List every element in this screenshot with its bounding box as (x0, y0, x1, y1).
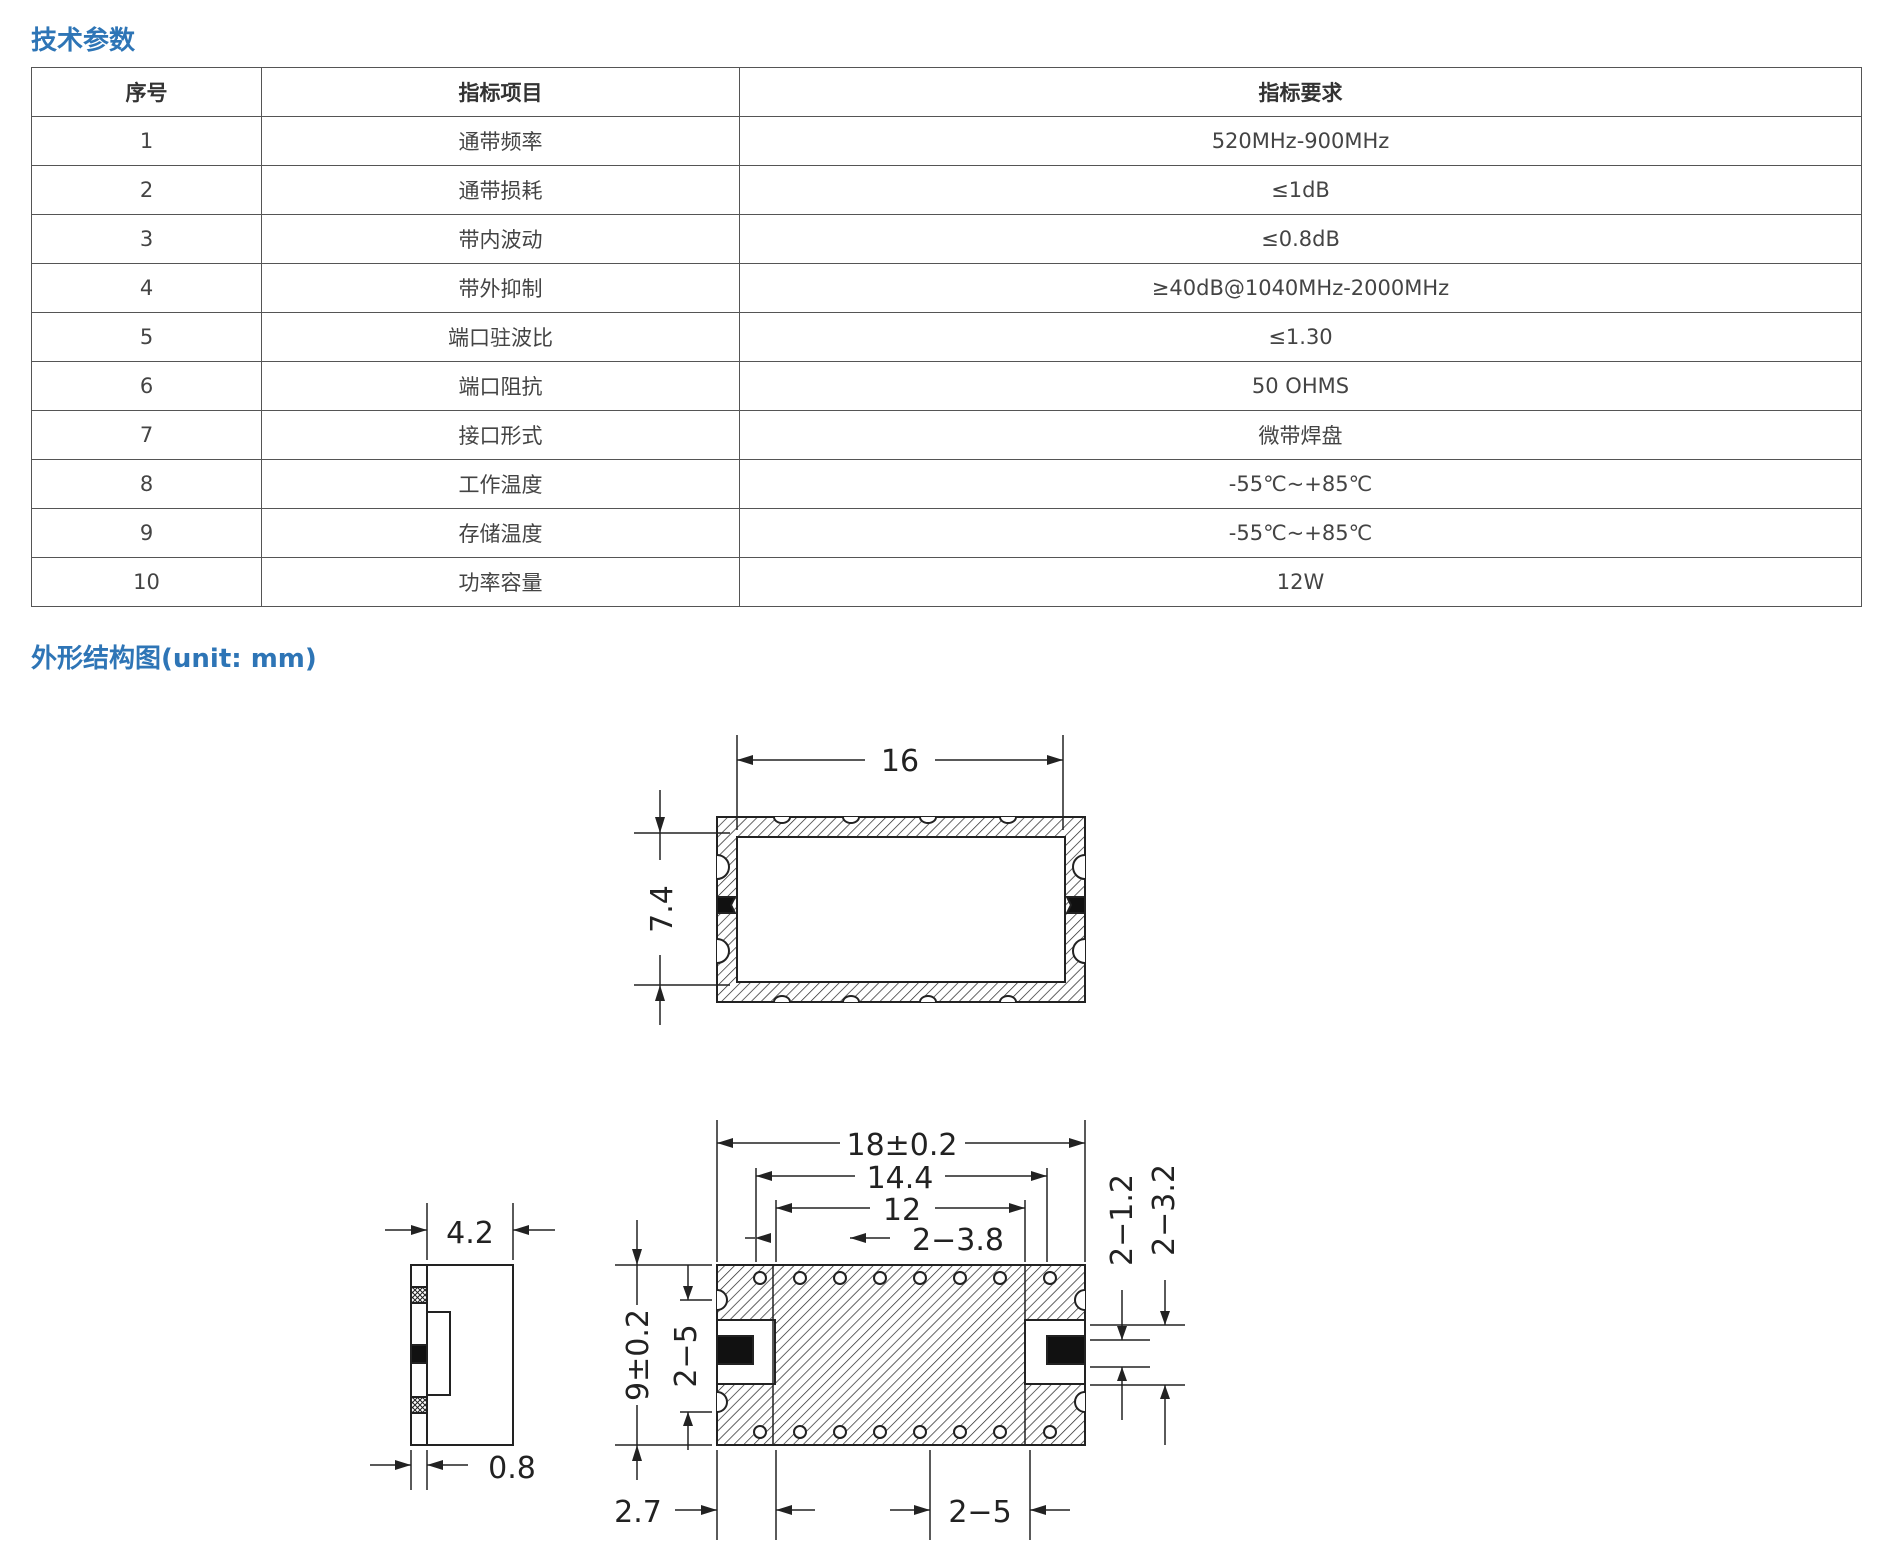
cell-index: 2 (31, 165, 262, 215)
cell-requirement: -55℃~+85℃ (739, 459, 1862, 509)
dim-bottom-port-width: 2−1.2 (1105, 1174, 1140, 1266)
cell-item: 通带损耗 (261, 165, 740, 215)
cell-item: 功率容量 (261, 557, 740, 607)
dim-bottom-length: 18±0.2 (846, 1128, 957, 1163)
cell-item: 工作温度 (261, 459, 740, 509)
dim-bottom-pad-span: 14.4 (867, 1161, 934, 1196)
cell-item: 接口形式 (261, 410, 740, 460)
cell-index: 10 (31, 557, 262, 607)
outline-section-title: 外形结构图(unit: mm) (31, 644, 317, 674)
cell-item: 带内波动 (261, 214, 740, 264)
cell-item: 通带频率 (261, 116, 740, 166)
column-header-requirement: 指标要求 (739, 67, 1862, 117)
dim-top-width: 16 (881, 744, 919, 779)
cell-index: 3 (31, 214, 262, 264)
spec-section-title: 技术参数 (31, 26, 136, 56)
cell-requirement: 12W (739, 557, 1862, 607)
bottom-view (615, 1120, 1185, 1540)
side-view (370, 1203, 555, 1490)
dim-bottom-height: 9±0.2 (621, 1309, 656, 1401)
dim-bottom-pad-width: 2−3.8 (912, 1223, 1004, 1258)
cell-item: 端口阻抗 (261, 361, 740, 411)
cell-requirement: ≤0.8dB (739, 214, 1862, 264)
dim-bottom-pitch: 2−5 (948, 1495, 1011, 1530)
dim-bottom-edge: 2.7 (614, 1495, 662, 1530)
cell-index: 9 (31, 508, 262, 558)
dim-side-lid: 0.8 (488, 1451, 536, 1486)
top-view (634, 735, 1086, 1025)
cell-item: 带外抑制 (261, 263, 740, 313)
dim-side-thickness: 4.2 (446, 1216, 494, 1251)
cell-index: 8 (31, 459, 262, 509)
dim-bottom-port-span: 2−3.2 (1147, 1164, 1182, 1256)
cell-requirement: ≥40dB@1040MHz-2000MHz (739, 263, 1862, 313)
column-header-index: 序号 (31, 67, 262, 117)
dim-bottom-inner-span: 12 (883, 1193, 921, 1228)
cell-requirement: ≤1.30 (739, 312, 1862, 362)
cell-index: 1 (31, 116, 262, 166)
cell-index: 7 (31, 410, 262, 460)
cell-item: 端口驻波比 (261, 312, 740, 362)
dim-bottom-pad-height: 2−5 (669, 1324, 704, 1387)
dim-top-height: 7.4 (645, 885, 680, 933)
